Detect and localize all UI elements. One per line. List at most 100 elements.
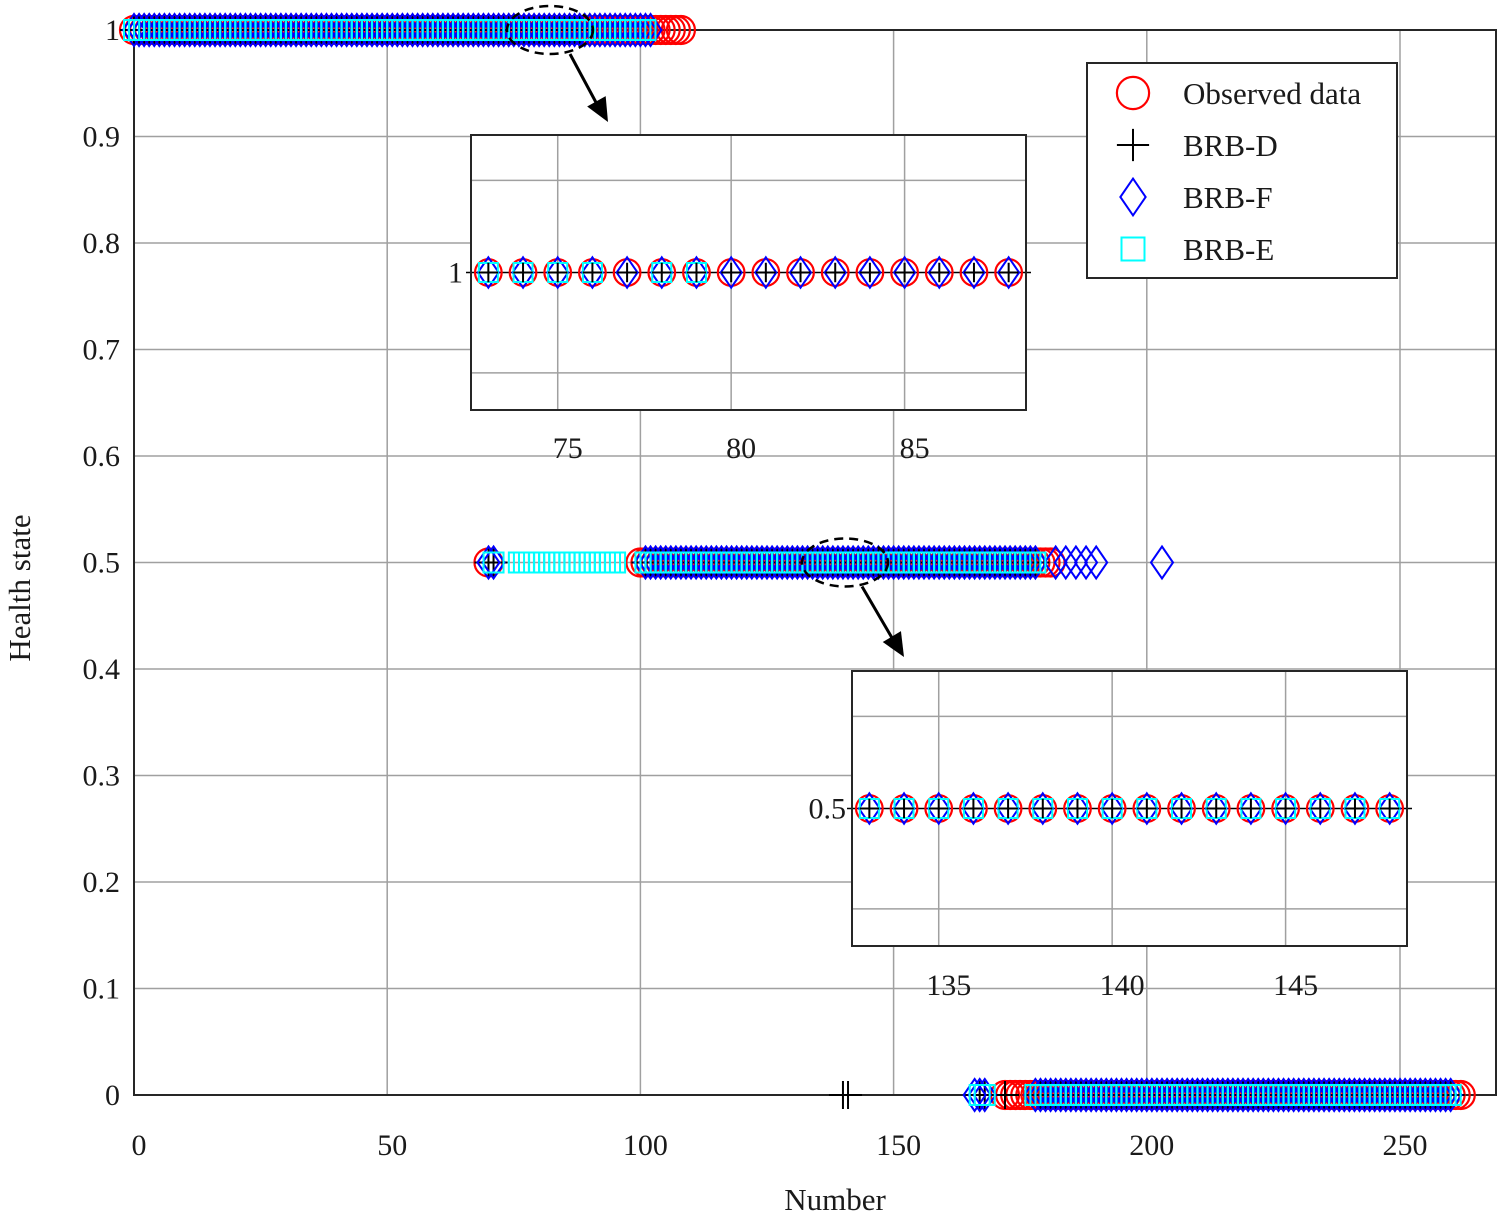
inset-brb-d-marker: [1275, 798, 1296, 819]
inset-observed-marker: [543, 258, 573, 287]
legend-box: [1086, 62, 1398, 279]
legend-entry-brb-f: BRB-F: [1119, 176, 1273, 218]
inset-point: [1271, 791, 1300, 826]
inset-brb-d-marker: [617, 262, 637, 283]
data-point: [476, 544, 501, 581]
legend-marker: [1120, 236, 1146, 262]
inset-brb-f-marker: [1065, 791, 1090, 826]
inset-x-tick-label-135: 135: [926, 969, 971, 1002]
inset-y-tick-label: 1: [448, 257, 463, 290]
zoom-callouts: [505, 4, 904, 657]
inset-border: [470, 134, 1027, 411]
inset-x-tick-label-140: 140: [1100, 969, 1145, 1002]
y-tick-label-0.2: 0.2: [83, 866, 121, 899]
data-point: [481, 544, 506, 581]
inset-point: [682, 255, 711, 290]
legend-label: Observed data: [1183, 76, 1361, 111]
main-plot-frame: [133, 29, 1497, 1096]
data-point: [1438, 1077, 1463, 1113]
inset-observed-marker: [473, 258, 503, 287]
inset-brb-d-marker: [513, 262, 533, 283]
data-point: [1439, 1084, 1462, 1106]
inset-brb-d-marker: [998, 262, 1019, 283]
y-tick-label-1: 1: [105, 14, 120, 47]
inset-observed-marker: [924, 258, 954, 287]
inset-brb-d-marker: [790, 262, 811, 283]
x-tick-label-100: 100: [623, 1129, 668, 1162]
inset-observed-marker: [1063, 794, 1092, 823]
y-tick-label-0.4: 0.4: [83, 653, 121, 686]
inset-point: [820, 255, 850, 290]
inset-brb-f-marker: [754, 255, 778, 290]
legend-marker: [1119, 176, 1147, 218]
y-tick-label-0.8: 0.8: [83, 227, 121, 260]
legend-entry-observed-data: Observed data: [1115, 75, 1361, 111]
inset-point: [924, 255, 954, 290]
inset-observed-marker: [682, 258, 711, 287]
inset-border: [851, 670, 1408, 947]
inset-brb-f-marker: [996, 255, 1021, 290]
inset-point: [959, 791, 988, 826]
inset-point: [1340, 791, 1370, 826]
inset-brb-f-marker: [927, 255, 951, 290]
inset-point: [716, 255, 746, 290]
inset-brb-f-marker: [511, 255, 535, 290]
inset-brb-d-marker: [1102, 798, 1122, 819]
inset-observed-marker: [647, 258, 677, 287]
main-data-marks: [118, 12, 1476, 1113]
inset-brb-f-marker: [858, 255, 882, 290]
data-point: [1149, 544, 1175, 581]
legend-marker: [1115, 75, 1151, 111]
data-point: [638, 12, 663, 48]
data-point: [962, 1077, 987, 1113]
inset-brb-d-marker: [721, 262, 741, 283]
inset-brb-f-marker: [996, 791, 1020, 826]
x-tick-label-250: 250: [1383, 1129, 1428, 1162]
callout-ellipse-zoom-lower: [800, 537, 890, 588]
inset-brb-d-marker: [998, 798, 1018, 819]
y-tick-label-0.5: 0.5: [83, 547, 121, 580]
data-point: [628, 12, 653, 48]
inset-point: [1097, 791, 1127, 826]
inset-brb-d-marker: [1310, 798, 1331, 819]
inset-brb-f-marker: [546, 255, 570, 290]
inset-brb-d-marker: [582, 262, 603, 283]
inset-point: [1236, 791, 1266, 826]
inset-brb-f-marker: [476, 255, 501, 290]
inset-brb-d-marker: [756, 262, 776, 283]
inset-brb-f-marker: [1343, 791, 1367, 826]
inset-point: [1305, 791, 1335, 826]
inset-brb-d-marker: [859, 798, 880, 819]
x-tick-label-150: 150: [876, 1129, 921, 1162]
legend-label: BRB-D: [1183, 128, 1278, 163]
inset-brb-d-marker: [686, 262, 707, 283]
data-point: [834, 1081, 863, 1109]
inset-point: [647, 255, 677, 290]
inset-brb-d-marker: [929, 262, 950, 283]
inset-brb-f-marker: [1100, 791, 1124, 826]
inset-observed-marker: [855, 258, 885, 287]
inset-observed-marker: [959, 258, 989, 287]
y-tick-label-0: 0: [105, 1079, 120, 1112]
inset-brb-f-marker: [823, 255, 847, 290]
inset-brb-d-marker: [1067, 798, 1088, 819]
inset-brb-d-marker: [651, 262, 672, 283]
inset-x-tick-label-85: 85: [900, 432, 930, 465]
inset-brb-f-marker: [650, 255, 674, 290]
inset-brb-f-marker: [719, 255, 743, 290]
y-tick-label-0.9: 0.9: [83, 121, 121, 154]
data-point: [665, 14, 697, 46]
inset-observed-marker: [508, 258, 538, 287]
inset-brb-f-marker: [1169, 791, 1194, 826]
legend-label: BRB-E: [1183, 232, 1274, 267]
plot-border: [133, 29, 1497, 1096]
inset-brb-f-marker: [892, 255, 917, 290]
inset-observed-marker: [1340, 794, 1370, 823]
inset-observed-marker: [1201, 794, 1231, 823]
data-point: [1023, 544, 1048, 581]
data-point: [1428, 1077, 1453, 1113]
